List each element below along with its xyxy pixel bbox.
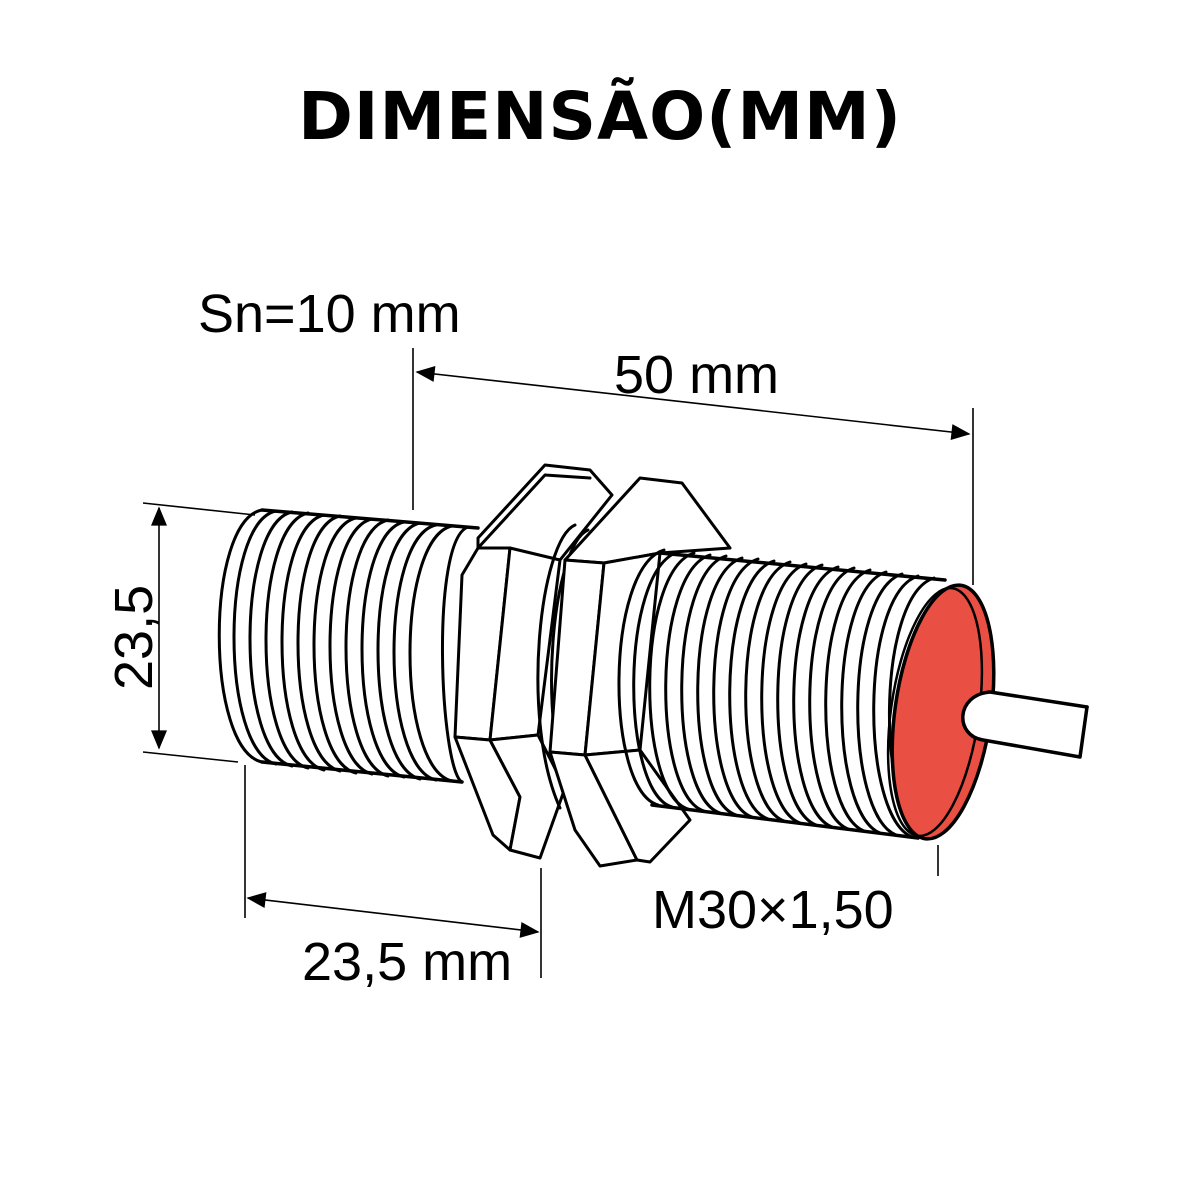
total-length-label: 50 mm: [614, 345, 779, 405]
rear-threaded-body: [217, 508, 480, 784]
diameter-dimension: [142, 502, 256, 763]
page-title: DIMENSÃO(MM): [298, 78, 902, 155]
diameter-label: 23,5: [104, 585, 164, 690]
thread-length-label: 23,5 mm: [302, 932, 512, 992]
front-threaded-body: [617, 548, 947, 840]
sensing-distance-label: Sn=10 mm: [198, 284, 461, 344]
total-length-dimension: [412, 348, 974, 585]
cable: [961, 690, 1089, 759]
thread-spec-label: M30×1,50: [652, 880, 894, 940]
hex-nut-2: [548, 476, 732, 868]
thread-length-dimension: [244, 765, 542, 978]
